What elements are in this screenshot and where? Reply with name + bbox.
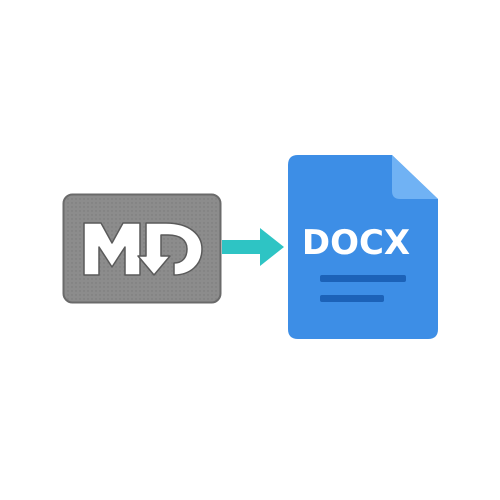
markdown-m-glyph — [83, 222, 141, 276]
document-body — [288, 155, 438, 339]
markdown-badge-graphic — [62, 193, 222, 304]
document-line — [320, 275, 406, 282]
markdown-icon — [62, 193, 222, 304]
markdown-d-arrow-glyph — [137, 222, 203, 276]
arrow-right-icon — [220, 224, 290, 270]
document-icon: DOCX — [288, 155, 438, 340]
document-fold — [392, 155, 438, 199]
docx-label: DOCX — [302, 223, 410, 263]
document-line — [320, 295, 384, 302]
